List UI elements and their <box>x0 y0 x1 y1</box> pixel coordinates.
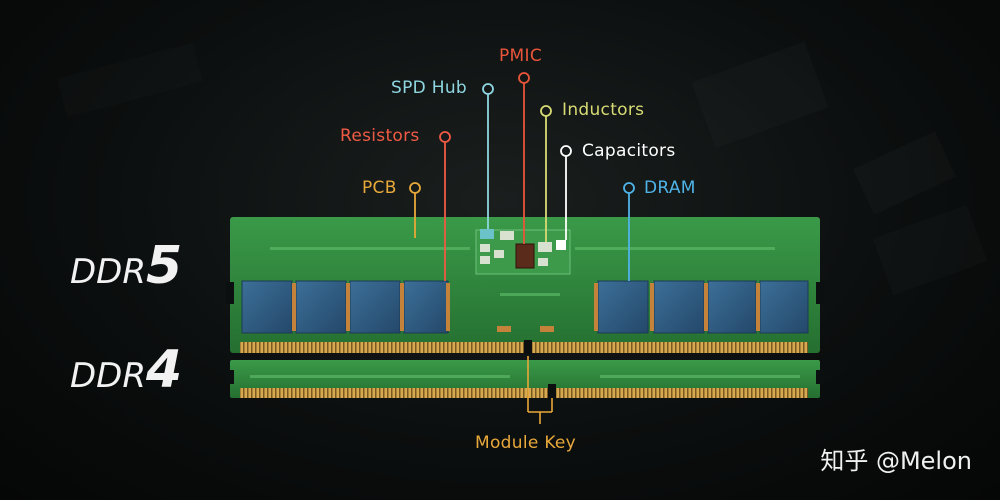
label-capacitors: Capacitors <box>582 141 676 161</box>
ddr4-title: DDR4 <box>70 340 182 400</box>
ddr4-traces <box>250 375 800 378</box>
pmic-chip <box>515 243 535 269</box>
callout-inductors <box>540 105 552 242</box>
label-inductors: Inductors <box>562 100 645 120</box>
inductor <box>500 231 514 240</box>
ddr5-top-traces <box>270 247 775 296</box>
ddr4-module <box>226 360 824 400</box>
dram-chip <box>241 280 293 334</box>
ddr4-key-notch <box>548 384 556 400</box>
ddr5-key-notch <box>524 340 532 354</box>
dram-chip <box>349 280 401 334</box>
spd-hub-chip <box>480 229 494 239</box>
ddr5-power-area <box>475 229 571 275</box>
capacitor <box>556 240 566 250</box>
callout-capacitors <box>560 145 572 240</box>
callout-pcb <box>409 182 421 238</box>
ddr4-gold-contacts <box>240 388 808 398</box>
dram-chip <box>759 280 809 334</box>
callout-dram <box>623 182 635 281</box>
watermark: 知乎 @Melon <box>820 447 972 475</box>
ddr5-title: DDR5 <box>70 236 182 296</box>
label-dram: DRAM <box>644 178 696 198</box>
module-key-bracket <box>527 356 553 424</box>
label-pmic: PMIC <box>499 46 543 66</box>
ddr5-module <box>226 217 824 354</box>
ddr4-title-number: 4 <box>146 340 183 400</box>
ddr5-title-text: DDR <box>70 252 146 292</box>
background-circuitry <box>57 41 988 296</box>
dram-chip <box>653 280 705 334</box>
label-module-key: Module Key <box>475 433 577 453</box>
dram-chip <box>707 280 757 334</box>
callout-resistors <box>439 131 451 281</box>
callout-spd-hub <box>482 83 494 229</box>
callout-pmic <box>518 72 530 244</box>
label-spd-hub: SPD Hub <box>391 78 467 98</box>
label-pcb: PCB <box>362 178 397 198</box>
label-resistors: Resistors <box>340 126 420 146</box>
dram-chip <box>403 280 449 334</box>
ddr5-dram-left <box>241 280 450 334</box>
ddr5-dram-right <box>594 280 809 334</box>
inductor <box>538 242 552 252</box>
ddr4-title-text: DDR <box>70 356 146 396</box>
ddr5-title-number: 5 <box>146 236 183 296</box>
dram-chip <box>295 280 347 334</box>
dram-chip <box>597 280 649 334</box>
